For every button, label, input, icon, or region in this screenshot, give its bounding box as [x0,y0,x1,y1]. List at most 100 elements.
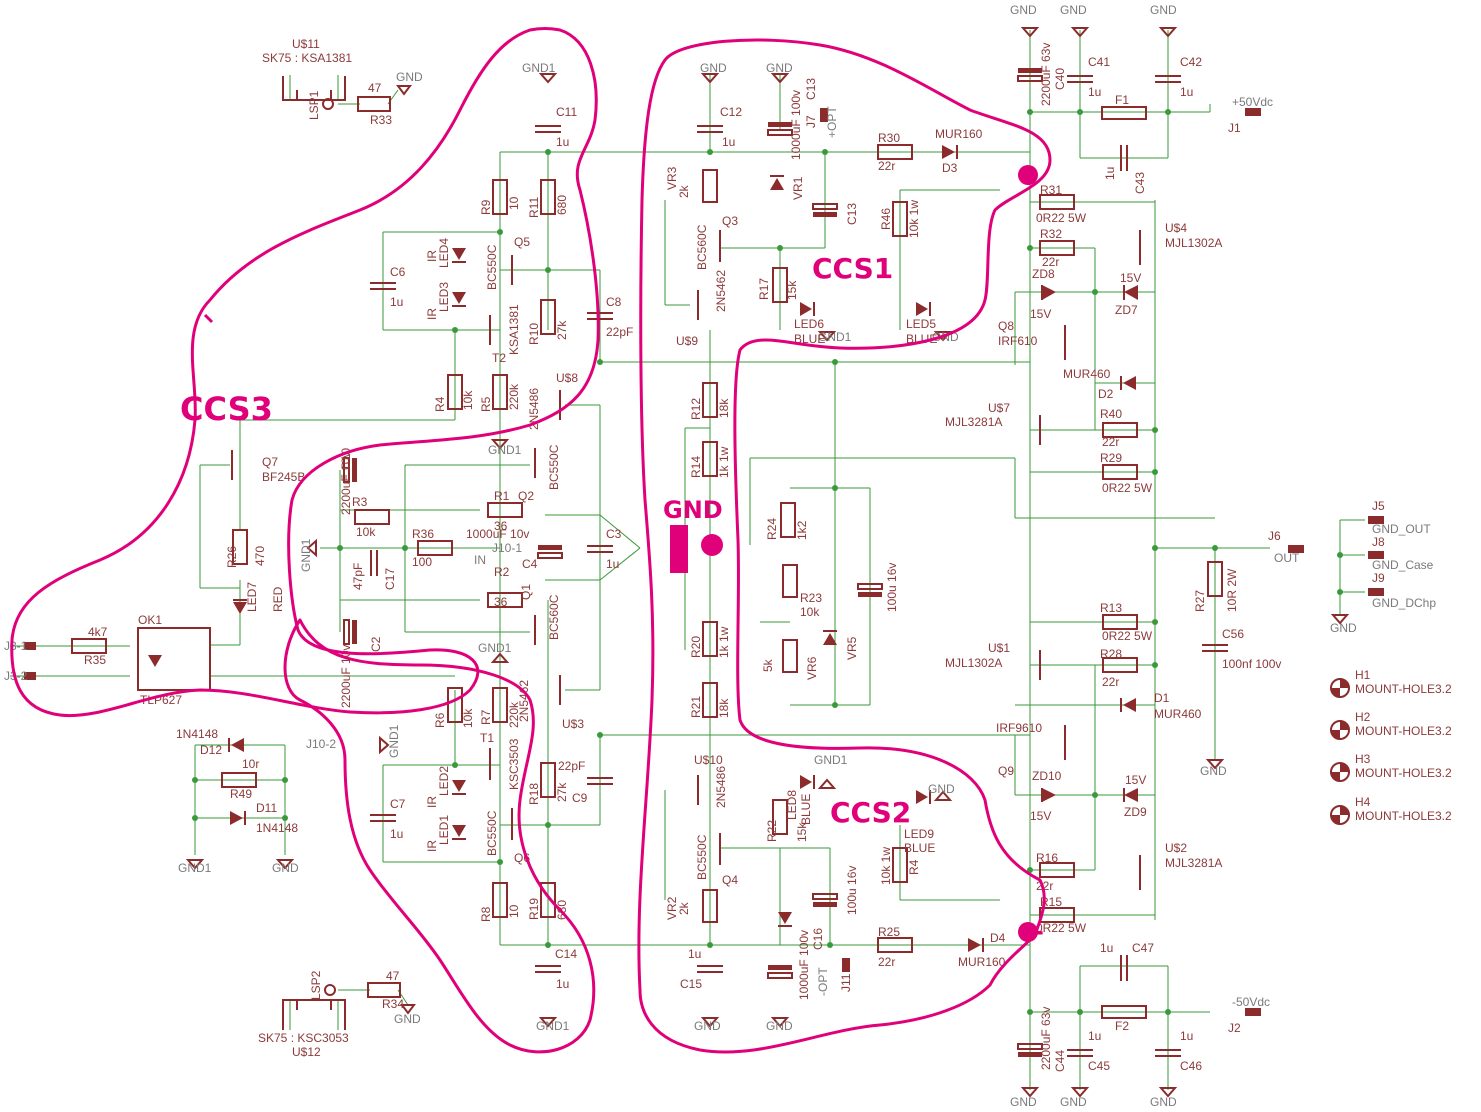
r33-value-label: 47 [368,81,382,95]
r20-value-label: 1k 1w [717,626,731,658]
electrolytic-capacitor-icon [343,68,1043,1057]
h1-ref-label: H1 [1355,668,1371,682]
f1-ref-label: F1 [1115,93,1129,107]
ccs3-lower-outline [283,618,596,1054]
c16-ref-label: C16 [811,928,825,950]
r10-value-label: 27k [555,320,569,340]
c17-ref-label: C17 [383,568,397,590]
c18-value-label: 1000uF 100v [797,930,811,1000]
c46-value-label: 1u [1180,1029,1193,1043]
u12-ref-label: U$12 [292,1045,321,1059]
led5-ref-label: LED5 [906,317,936,331]
c4-ref-label: C4 [522,557,538,571]
net-j10-1-label: J10-1 [492,541,522,555]
r12-value-label: 18k [717,398,731,418]
r17-value-label: 15k [785,280,799,300]
q4-ref-label: Q4 [722,873,738,887]
q1-ref-label: Q1 [519,584,533,600]
c9-value-label: 22pF [558,759,585,773]
j7-ref-label: J7 [804,115,818,128]
resistor-icon [492,374,508,410]
q7-value-label: BF245B [262,470,305,484]
resistor-icon [702,441,718,477]
ccs3-outline [10,27,600,718]
r19-ref-label: R19 [527,898,541,920]
q9-ref-label: Q9 [998,764,1014,778]
r36-value-label: 100 [412,555,432,569]
resistor-icon [487,592,523,608]
r11-ref-label: R11 [527,197,541,218]
h4-value-label: MOUNT-HOLE3.2 [1355,809,1452,823]
u9-value-label: 2N5462 [714,270,728,312]
d1-value-label: MUR460 [1154,707,1202,721]
net-gnd-label: GND [928,782,955,796]
r32-ref-label: R32 [1040,227,1062,241]
c11-ref-label: C11 [556,105,577,119]
net-gnd1-label: GND1 [536,1019,570,1033]
wires [10,30,1365,1090]
net-gnd-label: GND [700,61,727,75]
zd8-ref-label: ZD8 [1032,267,1055,281]
net-gnd1-label: GND1 [818,330,852,344]
vr5-ref-label: VR5 [845,636,859,660]
net-gnd1-label: GND1 [522,61,556,75]
q8-ref-label: Q8 [998,319,1014,333]
vr3-ref-label: VR3 [665,166,679,190]
r9-ref-label: R9 [479,199,493,215]
net-plus-opt-label: +OPT [825,106,839,138]
r40-value-label: 22r [1102,435,1119,449]
resistor-icon [892,847,908,883]
f2-ref-label: F2 [1115,1019,1129,1033]
r1-value-label: 36 [494,519,508,533]
resistor-icon [1039,907,1075,923]
r16-ref-label: R16 [1036,851,1058,865]
q3-value-label: BC560C [695,224,709,270]
zd7-value-label: 15V [1120,271,1141,285]
t1-value-label: KSC3503 [507,738,521,790]
t2-value-label: KSA1381 [507,304,521,355]
c6-value-label: 1u [390,295,403,309]
r35-value-label: 4k7 [88,625,108,639]
led-icon [233,248,931,840]
gnd-annotation: GND [663,496,723,524]
resistor-icon [487,502,523,518]
net-gnd-label: GND [394,1012,421,1026]
r13-value-label: 0R22 5W [1102,629,1153,643]
u2-value-label: MJL3281A [1165,856,1222,870]
led9-ref-label: LED9 [904,827,934,841]
led4-value-label: IR [425,250,439,262]
r25-value-label: 22r [878,955,895,969]
resistor-icon [702,382,718,418]
d2-ref-label: D2 [1098,387,1114,401]
d11-value-label: 1N4148 [256,821,298,835]
d12-value-label: 1N4148 [176,727,218,741]
led3-ref-label: LED3 [437,282,451,312]
led7-value-label: RED [271,586,285,612]
vr2-value-label: 2k [677,901,691,915]
resistor-icon [447,374,463,410]
d4-value-label: MUR160 [958,955,1006,969]
c10-value-label: 2200uF 10v [339,452,353,515]
r28-value-label: 22r [1102,675,1119,689]
zd7-ref-label: ZD7 [1115,303,1138,317]
h3-ref-label: H3 [1355,752,1371,766]
r4-value-label: 10k [461,390,475,410]
r21-ref-label: R21 [689,696,703,718]
r23-value-label: 10k [800,605,820,619]
zd10-ref-label: ZD10 [1032,769,1062,783]
c8-ref-label: C8 [606,295,622,309]
c4-value-label: 1000uF 10v [466,527,529,541]
net-minus-opt-label: -OPT [816,967,830,996]
r18-value-label: 27k [555,782,569,802]
q2-value-label: BC550C [547,444,561,490]
net-gnd1-label: GND1 [299,538,313,572]
c56-value-label: 100nf 100v [1222,657,1281,671]
c13-ref-label: C13 [804,78,818,100]
component-symbols [24,27,1384,1098]
resistor-icon [1102,422,1138,438]
r14-ref-label: R14 [689,456,703,478]
net-gnd-label: GND [1200,764,1227,778]
net-j3-1-label: J3-1 [4,639,28,653]
u11-value-label: SK75 : KSA1381 [262,51,352,65]
resistor-icon [357,96,391,112]
